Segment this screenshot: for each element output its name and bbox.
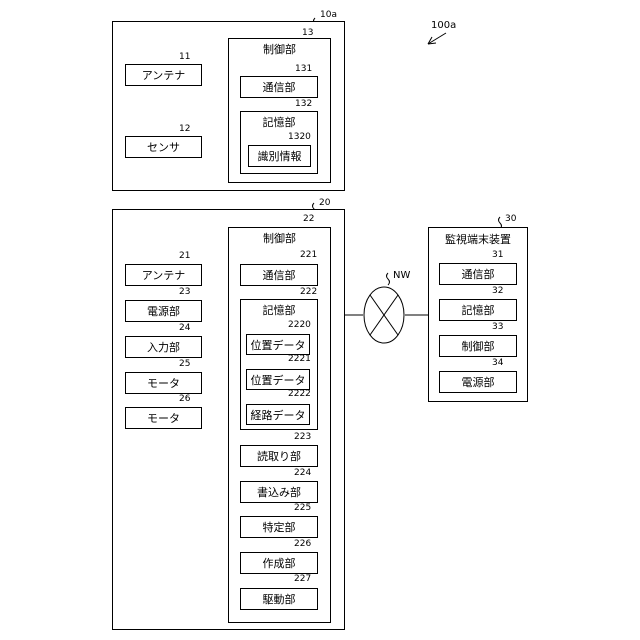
identify-225-label: 特定部 bbox=[263, 519, 296, 535]
comm-31: 通信部 bbox=[439, 263, 517, 285]
antenna-21-ref: 21 bbox=[179, 251, 190, 261]
antenna-11: アンテナ bbox=[125, 64, 202, 86]
writer-224-label: 書込み部 bbox=[257, 484, 301, 500]
storage-32-ref: 32 bbox=[492, 286, 503, 296]
device-10a-ref: 10a bbox=[320, 10, 337, 20]
sensor-12-ref: 12 bbox=[179, 124, 190, 134]
storage-132-ref: 132 bbox=[295, 99, 312, 109]
antenna-11-ref: 11 bbox=[179, 52, 190, 62]
route-data-2222-label: 経路データ bbox=[251, 407, 306, 423]
position-data-2221-label: 位置データ bbox=[251, 372, 306, 388]
control-33-ref: 33 bbox=[492, 322, 503, 332]
position-data-2220: 位置データ bbox=[246, 334, 310, 355]
create-226: 作成部 bbox=[240, 552, 318, 574]
device-20-ref: 20 bbox=[319, 198, 330, 208]
antenna-21: アンテナ bbox=[125, 264, 202, 286]
storage-222-ref: 222 bbox=[300, 287, 317, 297]
motor-26-label: モータ bbox=[147, 410, 180, 426]
comm-221: 通信部 bbox=[240, 264, 318, 286]
input-24-label: 入力部 bbox=[147, 339, 180, 355]
comm-31-ref: 31 bbox=[492, 250, 503, 260]
power-23-label: 電源部 bbox=[147, 303, 180, 319]
input-24: 入力部 bbox=[125, 336, 202, 358]
create-226-ref: 226 bbox=[294, 539, 311, 549]
power-23-ref: 23 bbox=[179, 287, 190, 297]
comm-221-ref: 221 bbox=[300, 250, 317, 260]
position-data-2221: 位置データ bbox=[246, 369, 310, 390]
motor-25: モータ bbox=[125, 372, 202, 394]
comm-131-label: 通信部 bbox=[263, 79, 296, 95]
id-info-1320-label: 識別情報 bbox=[258, 148, 302, 164]
comm-221-label: 通信部 bbox=[263, 267, 296, 283]
control-33-label: 制御部 bbox=[462, 338, 495, 354]
antenna-11-label: アンテナ bbox=[142, 67, 186, 83]
network-label: NW bbox=[393, 270, 410, 281]
storage-32: 記憶部 bbox=[439, 299, 517, 321]
control-13-label: 制御部 bbox=[228, 41, 331, 57]
comm-131-ref: 131 bbox=[295, 64, 312, 74]
antenna-21-label: アンテナ bbox=[142, 267, 186, 283]
control-22-label: 制御部 bbox=[228, 230, 331, 246]
position-data-2220-ref: 2220 bbox=[288, 320, 311, 330]
reader-223: 読取り部 bbox=[240, 445, 318, 467]
reader-223-ref: 223 bbox=[294, 432, 311, 442]
power-34-ref: 34 bbox=[492, 358, 503, 368]
power-23: 電源部 bbox=[125, 300, 202, 322]
power-34: 電源部 bbox=[439, 371, 517, 393]
id-info-1320-ref: 1320 bbox=[288, 132, 311, 142]
motor-26-ref: 26 bbox=[179, 394, 190, 404]
identify-225: 特定部 bbox=[240, 516, 318, 538]
sensor-12: センサ bbox=[125, 136, 202, 158]
control-22-ref: 22 bbox=[303, 214, 314, 224]
figure-ref: 100a bbox=[431, 20, 456, 31]
id-info-1320: 識別情報 bbox=[248, 145, 311, 167]
comm-31-label: 通信部 bbox=[462, 266, 495, 282]
identify-225-ref: 225 bbox=[294, 503, 311, 513]
comm-131: 通信部 bbox=[240, 76, 318, 98]
position-data-2221-ref: 2221 bbox=[288, 354, 311, 364]
drive-227-label: 駆動部 bbox=[263, 591, 296, 607]
control-33: 制御部 bbox=[439, 335, 517, 357]
drive-227: 駆動部 bbox=[240, 588, 318, 610]
power-34-label: 電源部 bbox=[462, 374, 495, 390]
position-data-2220-label: 位置データ bbox=[251, 337, 306, 353]
input-24-ref: 24 bbox=[179, 323, 190, 333]
sensor-12-label: センサ bbox=[147, 139, 180, 155]
motor-25-label: モータ bbox=[147, 375, 180, 391]
route-data-2222-ref: 2222 bbox=[288, 389, 311, 399]
monitor-terminal-30-ref: 30 bbox=[505, 214, 516, 224]
motor-25-ref: 25 bbox=[179, 359, 190, 369]
create-226-label: 作成部 bbox=[263, 555, 296, 571]
storage-222-label: 記憶部 bbox=[240, 302, 318, 318]
motor-26: モータ bbox=[125, 407, 202, 429]
drive-227-ref: 227 bbox=[294, 574, 311, 584]
route-data-2222: 経路データ bbox=[246, 404, 310, 425]
monitor-terminal-30-label: 監視端末装置 bbox=[428, 231, 528, 247]
storage-132-label: 記憶部 bbox=[240, 114, 318, 130]
storage-32-label: 記憶部 bbox=[462, 302, 495, 318]
reader-223-label: 読取り部 bbox=[257, 448, 301, 464]
writer-224: 書込み部 bbox=[240, 481, 318, 503]
writer-224-ref: 224 bbox=[294, 468, 311, 478]
control-13-ref: 13 bbox=[302, 28, 313, 38]
